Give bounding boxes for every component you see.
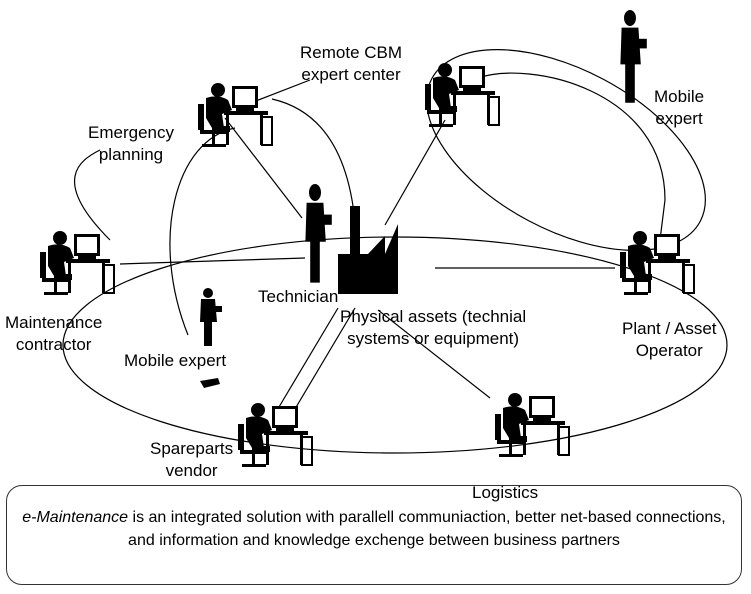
node-label-logistics: Logistics (472, 483, 539, 502)
arc-emergency-technician (271, 98, 356, 223)
node-label-remote-cbm: Remote CBM expert center (300, 43, 403, 84)
standing-person-icon (200, 288, 222, 346)
link-assets-vendor-2 (291, 307, 356, 415)
arc-contractor-emergency (74, 149, 111, 241)
node-label-technician: Technician (258, 287, 339, 306)
caption-text: e-Maintenance is an integrated solution … (7, 506, 741, 552)
connection-lines (62, 48, 728, 454)
standing-person-icon (620, 10, 647, 103)
link-emergency-technician (224, 117, 303, 219)
link-contractor-technician (119, 257, 306, 265)
node-label-physical-assets: Physical assets (technial systems or equ… (340, 307, 527, 348)
ellipse-remote-operator-mobile (426, 48, 706, 252)
factory-icon (338, 206, 398, 294)
caption-rest: is an integrated solution with parallell… (128, 509, 726, 549)
link-assets-logistics (377, 309, 491, 399)
person-at-computer-icon (39, 230, 115, 296)
person-at-computer-icon (197, 82, 273, 148)
person-at-computer-icon (237, 402, 313, 468)
person-at-computer-icon (494, 392, 570, 458)
node-label-plant-operator: Plant / Asset Operator (622, 319, 717, 360)
node-label-maintenance-contractor: Maintenance contractor (5, 313, 103, 354)
link-remote-emergency (247, 79, 311, 105)
standing-person-icon (305, 184, 332, 283)
node-label-mobile-expert-mid: Mobile expert (124, 351, 227, 370)
caption-box: e-Maintenance is an integrated solution … (6, 485, 742, 585)
node-label-mobile-expert-top: Mobile expert (654, 87, 705, 128)
arc-remote-operator (477, 72, 666, 241)
node-label-spareparts: Spareparts vendor (150, 439, 234, 480)
caption-term: e-Maintenance (22, 509, 129, 526)
node-label-emergency: Emergency planning (88, 123, 174, 164)
link-remote-factory (384, 119, 446, 226)
person-at-computer-icon (619, 230, 695, 296)
link-assets-vendor-1 (275, 307, 339, 413)
handheld-device-icon (200, 378, 220, 388)
